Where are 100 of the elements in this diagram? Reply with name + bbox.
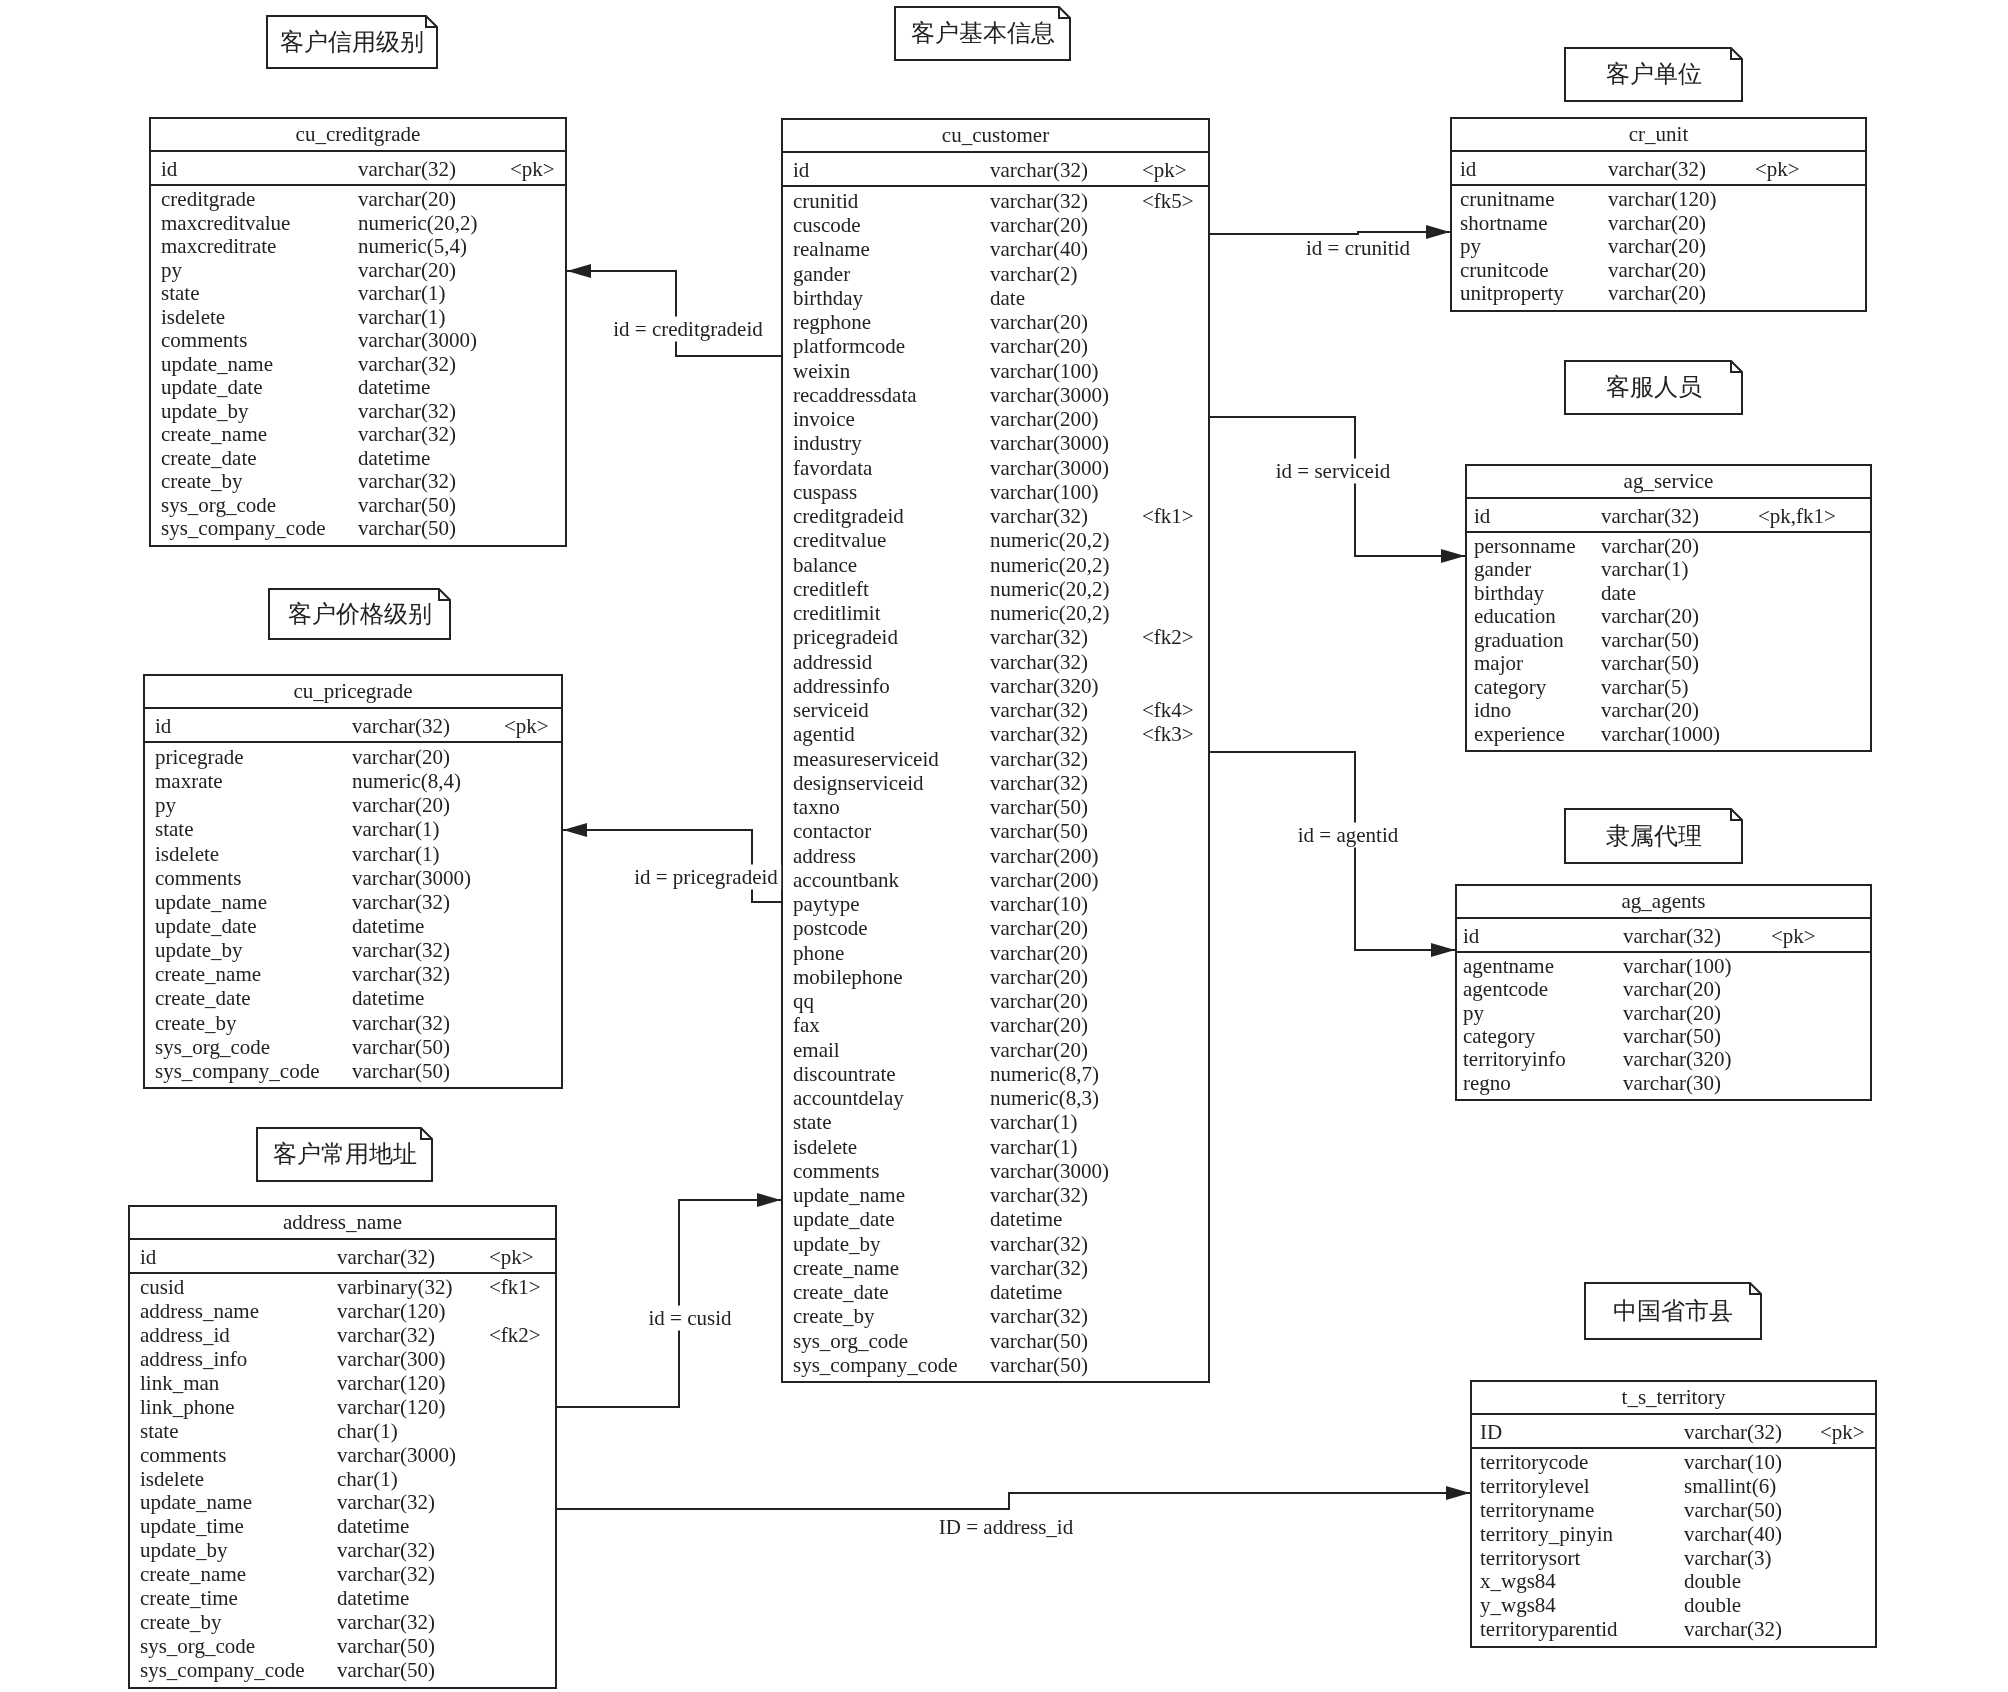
column-name: update_date: [155, 914, 257, 939]
data-type: date: [990, 285, 1025, 311]
key-label: <fk1>: [489, 1276, 541, 1300]
data-type: varchar(20): [990, 989, 1088, 1014]
relationship-arrow: [566, 264, 782, 357]
data-type: numeric(20,2): [990, 576, 1110, 602]
data-type: varchar(32): [1623, 923, 1721, 950]
data-type: varchar(32): [1608, 156, 1706, 183]
column-name: territoryparentid: [1480, 1618, 1618, 1642]
column-name: birthday: [1474, 581, 1544, 606]
relationship-arrow: [1209, 751, 1456, 957]
data-type: varchar(2): [990, 261, 1078, 286]
data-type: varchar(32): [990, 157, 1088, 184]
column-name: postcode: [793, 916, 868, 941]
table-name: cu_pricegrade: [292, 678, 414, 705]
note-box: [894, 6, 1071, 61]
column-name: comments: [793, 1158, 880, 1184]
data-type: numeric(20,2): [990, 552, 1110, 577]
data-type: varchar(200): [990, 407, 1099, 432]
data-type: datetime: [358, 376, 431, 400]
column-name: create_date: [161, 446, 257, 471]
entity-table: [1465, 464, 1872, 752]
data-type: char(1): [337, 1467, 398, 1492]
data-type: varchar(32): [990, 1304, 1088, 1329]
data-type: varchar(1): [990, 1134, 1078, 1159]
data-type: varchar(50): [1684, 1498, 1782, 1523]
column-name: maxcreditrate: [161, 235, 277, 259]
data-type: varchar(10): [1684, 1451, 1782, 1475]
data-type: varchar(32): [352, 1010, 450, 1035]
data-type: varchar(3000): [990, 382, 1109, 408]
column-name: addressinfo: [793, 673, 890, 699]
data-type: varchar(20): [1601, 535, 1699, 559]
column-name: education: [1474, 605, 1556, 629]
data-type: varchar(50): [1601, 628, 1699, 653]
column-name: sys_company_code: [155, 1058, 320, 1083]
data-type: char(1): [337, 1419, 398, 1444]
column-name: creditgradeid: [793, 504, 904, 529]
column-name: qq: [793, 989, 814, 1014]
column-name: serviceid: [793, 698, 869, 723]
column-name: gander: [793, 261, 851, 286]
column-name: sys_company_code: [140, 1659, 305, 1683]
column-name: accountdelay: [793, 1086, 904, 1111]
data-type: varchar(32): [990, 1183, 1088, 1208]
table-name: cr_unit: [1627, 121, 1690, 148]
column-name: create_by: [161, 470, 243, 494]
data-type: varchar(30): [1623, 1071, 1721, 1095]
data-type: varchar(3000): [358, 329, 477, 353]
key-label: <pk>: [1142, 157, 1187, 184]
data-type: varchar(32): [352, 938, 450, 963]
data-type: varchar(50): [990, 1352, 1088, 1377]
column-name: isdelete: [155, 841, 220, 866]
edge-label: id = pricegradeid: [631, 864, 781, 890]
data-type: varchar(32): [337, 1323, 435, 1348]
column-name: crunitname: [1460, 188, 1555, 212]
column-name: email: [793, 1037, 840, 1062]
column-name: cuspass: [793, 479, 858, 505]
key-label: <pk>: [1755, 156, 1800, 183]
data-type: varchar(50): [1601, 652, 1699, 676]
data-type: varchar(1): [358, 305, 446, 330]
column-name: taxno: [793, 795, 840, 820]
column-name: id: [1460, 156, 1477, 183]
note-label: 中国省市县: [1612, 1297, 1734, 1326]
column-name: link_phone: [140, 1395, 235, 1420]
column-name: state: [140, 1419, 179, 1444]
data-type: numeric(8,7): [990, 1061, 1100, 1087]
column-name: update_time: [140, 1515, 244, 1540]
data-type: varchar(32): [352, 713, 450, 740]
column-name: addressid: [793, 649, 873, 674]
data-type: varchar(1000): [1601, 722, 1720, 746]
data-type: varchar(20): [1601, 699, 1699, 723]
column-name: update_by: [155, 938, 243, 963]
data-type: varchar(120): [337, 1395, 446, 1420]
data-type: numeric(20,2): [990, 528, 1110, 553]
column-name: address_name: [140, 1299, 259, 1324]
key-label: <pk>: [1820, 1419, 1865, 1446]
data-type: varchar(32): [990, 189, 1088, 214]
column-name: state: [155, 817, 194, 842]
data-type: varchar(1): [990, 1110, 1078, 1135]
column-name: isdelete: [140, 1467, 205, 1492]
key-label: <fk4>: [1142, 698, 1194, 723]
key-label: <pk,fk1>: [1758, 503, 1836, 530]
data-type: varchar(50): [358, 517, 456, 541]
column-name: update_name: [140, 1491, 252, 1516]
data-type: varchar(3000): [990, 431, 1109, 456]
data-type: varchar(20): [1608, 235, 1706, 259]
data-type: varchar(50): [358, 493, 456, 518]
data-type: varchar(5): [1601, 675, 1689, 700]
column-name: regphone: [793, 310, 872, 335]
data-type: varchar(20): [990, 213, 1088, 238]
data-type: varchar(1): [358, 282, 446, 306]
column-name: update_by: [161, 399, 249, 424]
column-name: update_by: [793, 1231, 881, 1256]
column-name: create_name: [140, 1563, 247, 1588]
data-type: varchar(32): [990, 625, 1088, 650]
relationship-arrow: [1209, 225, 1451, 239]
data-type: varchar(20): [990, 1013, 1088, 1038]
data-type: varchar(20): [1623, 1001, 1721, 1025]
data-type: varchar(1): [352, 817, 440, 842]
data-type: varchar(32): [1601, 503, 1699, 530]
column-name: sys_company_code: [161, 517, 326, 541]
